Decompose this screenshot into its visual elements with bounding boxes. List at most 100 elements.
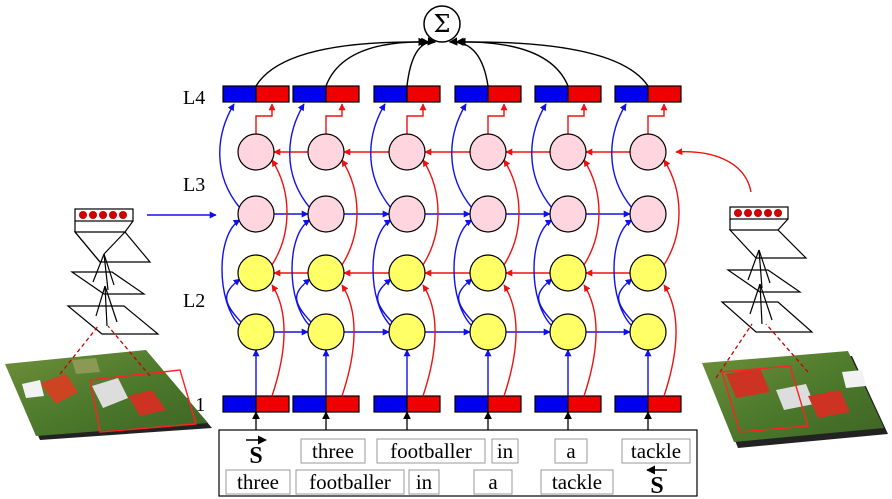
l2-to-l3-backward-3 <box>422 159 439 266</box>
l3-forward-node-6 <box>629 195 667 233</box>
l3-to-l4-forward-4 <box>451 103 473 209</box>
l4-output-block-4 <box>454 85 522 103</box>
l2-backward-node-4 <box>469 254 507 292</box>
backward-word-3-text: in <box>416 470 433 494</box>
backward-word-1: three <box>225 469 291 495</box>
sum-arrow-1 <box>255 37 427 87</box>
l2-backward-node-3 <box>388 254 426 292</box>
l2-to-l3-forward-2 <box>291 219 311 327</box>
l3-forward-node-3 <box>388 195 426 233</box>
backward-word-2: footballer <box>295 469 405 495</box>
network-graph <box>219 37 682 430</box>
backward-word-4-text: a <box>488 470 498 494</box>
backward-word-3: in <box>408 469 440 495</box>
backward-word-1-text: three <box>237 470 279 494</box>
backward-symbol: S <box>646 465 667 499</box>
l3-to-l4-backward-2 <box>325 103 346 134</box>
right-photo-plate <box>702 323 888 448</box>
l4-output-block-1 <box>222 85 290 103</box>
l2-to-l3-forward-3 <box>372 219 392 327</box>
l3-forward-node-5 <box>549 195 587 233</box>
sum-arrow-3 <box>406 37 437 87</box>
sum-arrow-2 <box>325 37 430 87</box>
l3-backward-node-1 <box>237 133 275 171</box>
l1-input-block-5 <box>534 395 602 413</box>
l3-backward-node-2 <box>307 133 345 171</box>
l3-forward-node-4 <box>469 195 507 233</box>
backward-sequence-symbol: S <box>650 473 663 499</box>
l2-to-l3-backward-6 <box>663 159 680 266</box>
l1-input-block-6 <box>614 395 682 413</box>
backward-word-row: three footballer in a tackle <box>225 469 614 495</box>
l1-to-l2-backward-2 <box>341 284 355 397</box>
l2-inner-forward-4 <box>457 278 474 323</box>
l3-to-l4-backward-3 <box>406 103 427 134</box>
layer-label-l3: L3 <box>183 174 205 196</box>
l1-to-l2-backward-3 <box>422 284 436 397</box>
l1-to-l2-backward-4 <box>503 284 517 397</box>
l3-to-l4-forward-5 <box>531 103 553 209</box>
l2-inner-forward-2 <box>295 278 312 323</box>
l3-to-l4-backward-1 <box>255 103 276 134</box>
l3-forward-node-2 <box>307 195 345 233</box>
forward-word-4: a <box>554 438 588 464</box>
left-cnn-layers <box>66 220 160 335</box>
l1-to-l2-backward-1 <box>271 284 285 397</box>
forward-word-4-text: a <box>566 439 576 463</box>
l1-input-block-3 <box>373 395 441 413</box>
right-cnn-feature-extractor <box>702 206 888 448</box>
l3-to-l4-forward-6 <box>611 103 633 209</box>
l2-to-l3-forward-5 <box>533 219 553 327</box>
sum-arrow-4 <box>448 37 489 87</box>
l1-input-block-1 <box>222 395 290 413</box>
left-feature-vector <box>74 208 134 222</box>
l3-backward-node-5 <box>549 133 587 171</box>
l3-to-l4-forward-1 <box>219 103 241 209</box>
l2-to-l3-forward-4 <box>453 219 473 327</box>
l3-to-l4-forward-3 <box>370 103 392 209</box>
l2-backward-node-2 <box>307 254 345 292</box>
right-image-feature-arrow <box>675 148 752 193</box>
forward-word-1: three <box>300 438 366 464</box>
l2-to-l3-backward-4 <box>503 159 520 266</box>
l2-inner-forward-6 <box>617 278 634 323</box>
l3-to-l4-backward-6 <box>647 103 668 134</box>
l2-to-l3-backward-5 <box>583 159 600 266</box>
left-photo-plate <box>5 324 212 440</box>
l4-output-block-3 <box>373 85 441 103</box>
l2-forward-node-5 <box>549 313 587 351</box>
l2-forward-node-1 <box>237 313 275 351</box>
l2-backward-node-5 <box>549 254 587 292</box>
l2-inner-forward-5 <box>537 278 554 323</box>
right-cnn-layers <box>720 218 814 333</box>
left-cnn-feature-extractor <box>5 208 212 440</box>
backward-word-5: tackle <box>540 469 614 495</box>
l2-forward-node-4 <box>469 313 507 351</box>
l2-to-l3-forward-6 <box>613 219 633 327</box>
backward-word-2-text: footballer <box>309 470 391 494</box>
forward-word-2: footballer <box>376 438 486 464</box>
l2-to-l3-backward-1 <box>271 159 288 266</box>
sum-symbol: Σ <box>434 10 451 38</box>
l3-backward-node-3 <box>388 133 426 171</box>
l4-output-block-5 <box>534 85 602 103</box>
layer-label-l2: L2 <box>183 290 205 312</box>
l3-to-l4-backward-5 <box>567 103 588 134</box>
l2-to-l3-forward-1 <box>221 219 241 327</box>
l3-backward-node-6 <box>629 133 667 171</box>
l2-forward-node-2 <box>307 313 345 351</box>
sum-node: Σ <box>423 5 461 43</box>
forward-word-2-text: footballer <box>390 439 472 463</box>
forward-word-3: in <box>491 438 519 464</box>
l2-backward-node-6 <box>629 254 667 292</box>
backward-word-4: a <box>473 469 513 495</box>
l4-output-block-2 <box>292 85 360 103</box>
l3-to-l4-forward-2 <box>289 103 311 209</box>
l4-output-block-6 <box>614 85 682 103</box>
sum-arrow-5 <box>455 37 569 87</box>
l3-backward-node-4 <box>469 133 507 171</box>
l2-inner-forward-1 <box>225 278 242 323</box>
